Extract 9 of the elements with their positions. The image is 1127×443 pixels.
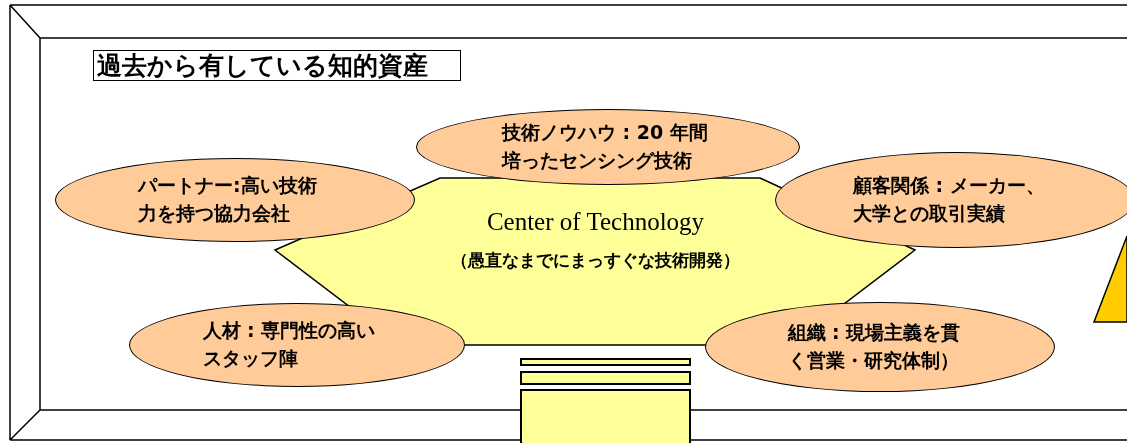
ellipse-text: 組織 : 現場主義を貫く営業・研究体制） bbox=[787, 320, 962, 373]
subtitle-text: （愚直なまでにまっすぐな技術開発） bbox=[451, 249, 740, 272]
ellipse-text: 技術ノウハウ : 20 年間培ったセンシング技術 bbox=[502, 120, 709, 173]
ellipse-text: 人材 : 専門性の高いスタッフ陣 bbox=[202, 318, 377, 371]
center-heading: Center of Technology bbox=[486, 208, 705, 236]
ellipse-text: 顧客関係 : メーカー、大学との取引実績 bbox=[853, 173, 1046, 226]
title-box bbox=[93, 50, 461, 81]
title-text: 過去から有している知的資産 bbox=[97, 51, 428, 80]
ellipse-text: パートナー:高い技術力を持つ協力会社 bbox=[138, 173, 318, 226]
